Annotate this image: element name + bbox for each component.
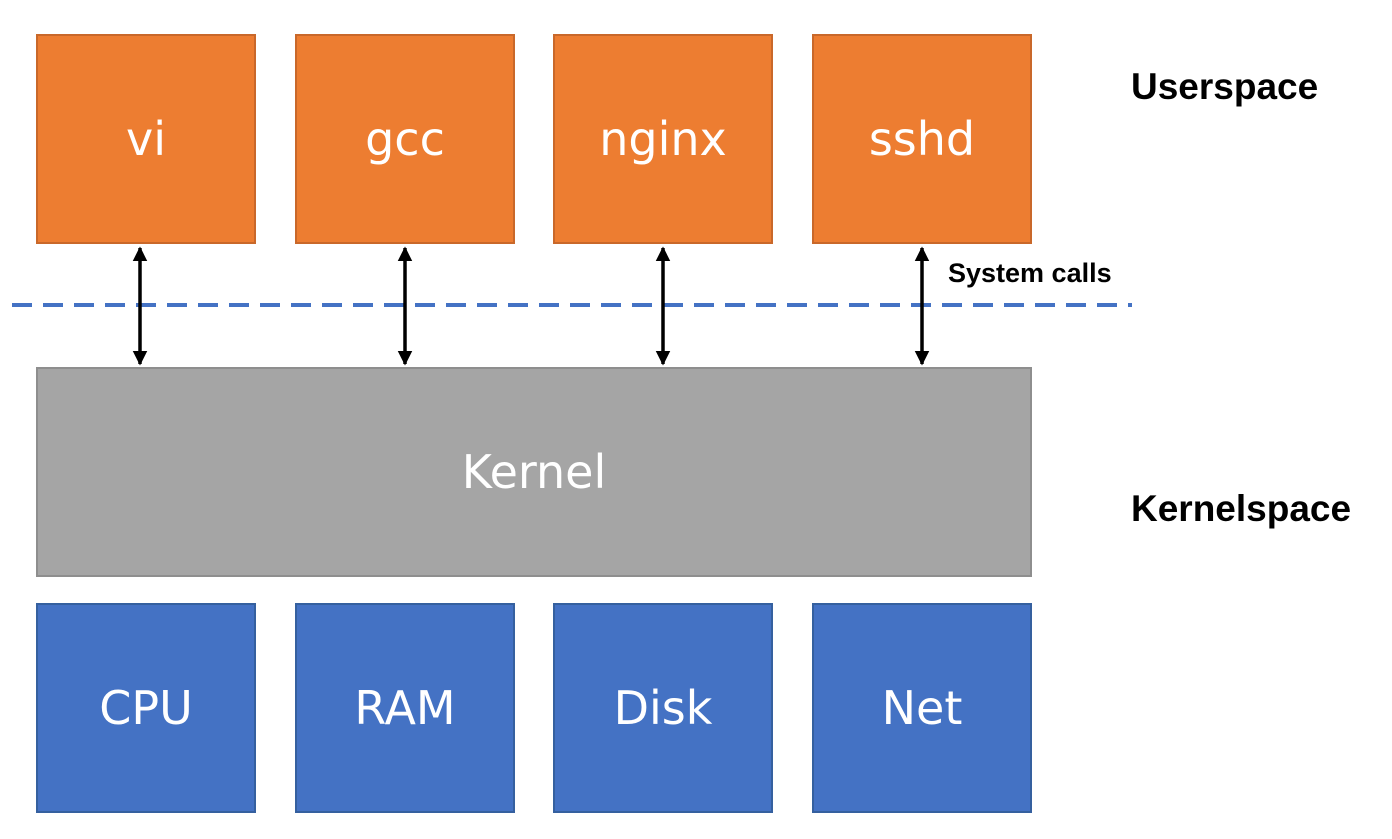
kernel-box: Kernel	[36, 367, 1032, 577]
userspace-label: Userspace	[1131, 66, 1319, 107]
process-box-sshd: sshd	[812, 34, 1032, 244]
hardware-box-cpu: CPU	[36, 603, 256, 813]
process-label: nginx	[599, 112, 727, 166]
process-box-nginx: nginx	[553, 34, 773, 244]
hardware-box-net: Net	[812, 603, 1032, 813]
hardware-box-ram: RAM	[295, 603, 515, 813]
process-label: vi	[125, 112, 166, 166]
hardware-box-disk: Disk	[553, 603, 773, 813]
kernel-label: Kernel	[461, 445, 607, 499]
hardware-label: CPU	[99, 681, 193, 735]
process-label: sshd	[868, 112, 976, 166]
hardware-label: Net	[881, 681, 963, 735]
kernelspace-label: Kernelspace	[1131, 488, 1352, 529]
hardware-label: RAM	[354, 681, 456, 735]
process-box-vi: vi	[36, 34, 256, 244]
process-box-gcc: gcc	[295, 34, 515, 244]
process-label: gcc	[365, 112, 445, 166]
system-calls-label: System calls	[948, 258, 1112, 288]
hardware-label: Disk	[613, 681, 713, 735]
